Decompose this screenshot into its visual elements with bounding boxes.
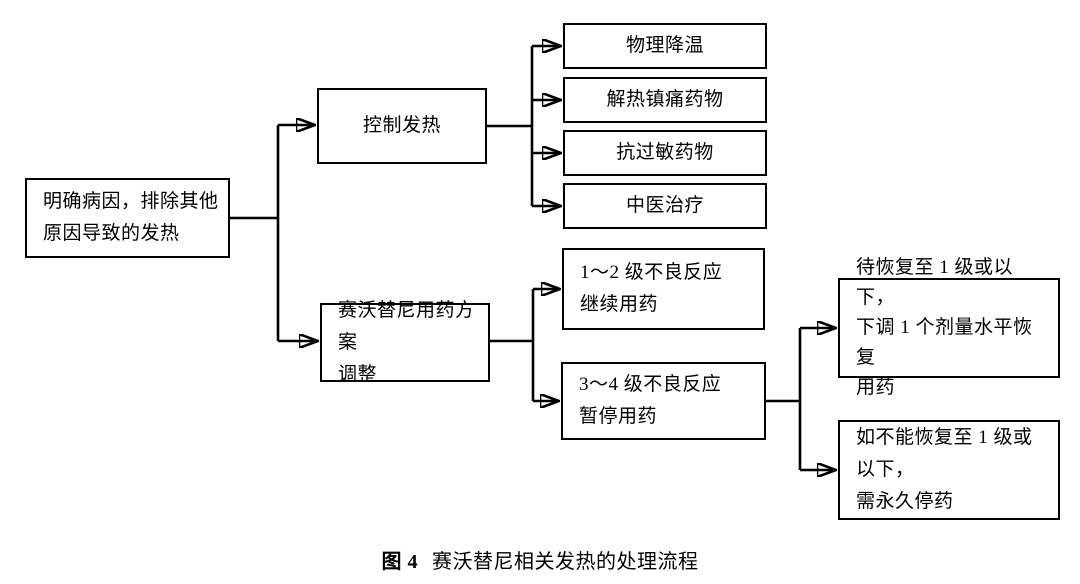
node-text-line: 明确病因，排除其他 xyxy=(43,191,219,212)
node-tcm-treatment: 中医治疗 xyxy=(563,183,767,229)
node-text-line: 中医治疗 xyxy=(625,195,704,216)
node-resume-lower-dose: 待恢复至 1 级或以下， 下调 1 个剂量水平恢复 用药 xyxy=(838,257,1060,398)
node-text-line: 继续用药 xyxy=(580,294,659,315)
figure-number: 图 4 xyxy=(381,551,418,573)
connector-grade34-trunk xyxy=(766,328,802,470)
node-text-line: 用药 xyxy=(856,377,896,398)
node-text-line: 如不能恢复至 1 级或以下， xyxy=(856,427,1033,480)
node-text-line: 赛沃替尼用药方案 xyxy=(338,299,475,353)
node-text-line: 解热镇痛药物 xyxy=(606,89,724,110)
figure-title: 赛沃替尼相关发热的处理流程 xyxy=(432,551,699,573)
node-text-line: 暂停用药 xyxy=(579,406,658,427)
node-control-fever: 控制发热 xyxy=(317,88,487,164)
node-root-cause: 明确病因，排除其他 原因导致的发热 xyxy=(25,178,230,258)
node-text-line: 抗过敏药物 xyxy=(616,142,714,163)
node-text-line: 物理降温 xyxy=(625,35,704,56)
node-permanent-discontinue: 如不能恢复至 1 级或以下， 需永久停药 xyxy=(838,420,1060,520)
node-grade-1-2: 1～2 级不良反应 继续用药 xyxy=(562,248,765,330)
node-antipyretic-analgesic: 解热镇痛药物 xyxy=(563,77,767,123)
connector-root-trunk xyxy=(230,125,280,341)
node-text-line: 需永久停药 xyxy=(856,491,954,512)
node-text-line: 下调 1 个剂量水平恢复 xyxy=(856,317,1033,368)
node-antiallergic: 抗过敏药物 xyxy=(563,130,767,176)
connector-adjustment-trunk xyxy=(490,289,535,401)
node-savolitinib-adjustment: 赛沃替尼用药方案 调整 xyxy=(320,300,490,385)
node-text-line: 1～2 级不良反应 xyxy=(580,262,723,283)
figure-caption: 图 4 赛沃替尼相关发热的处理流程 xyxy=(0,545,1080,574)
node-text-line: 原因导致的发热 xyxy=(43,223,180,244)
node-text-line: 控制发热 xyxy=(362,115,441,136)
node-text-line: 待恢复至 1 级或以下， xyxy=(856,257,1014,308)
node-physical-cooling: 物理降温 xyxy=(563,23,767,69)
node-text-line: 调整 xyxy=(338,363,378,385)
node-text-line: 3～4 级不良反应 xyxy=(579,374,722,395)
connector-control-trunk xyxy=(487,46,534,206)
node-grade-3-4: 3～4 级不良反应 暂停用药 xyxy=(561,362,766,440)
